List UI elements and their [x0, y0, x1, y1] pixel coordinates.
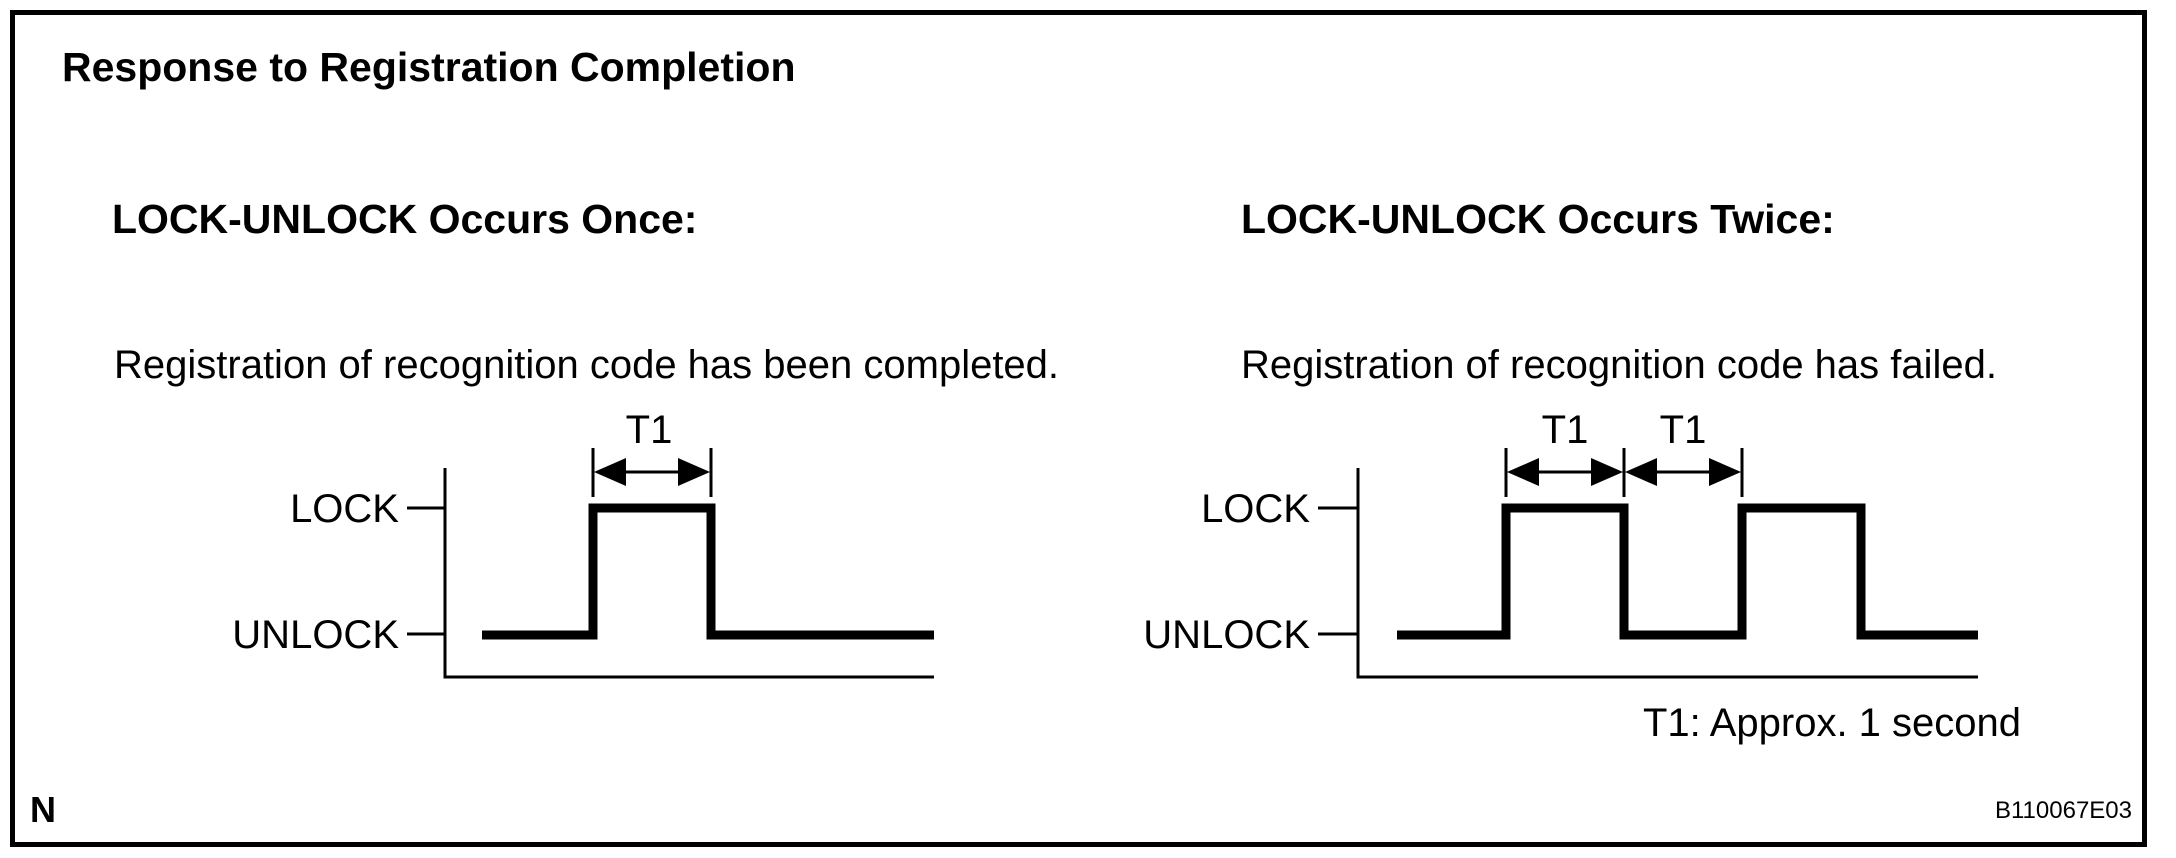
- once-signal-trace: [482, 503, 934, 640]
- panel-once-heading: LOCK-UNLOCK Occurs Once:: [112, 196, 698, 242]
- once-lock-label: LOCK: [290, 487, 399, 531]
- once-t1-label: T1: [626, 408, 673, 452]
- panel-twice-description: Registration of recognition code has fai…: [1241, 343, 1998, 387]
- once-t1-arrowhead-left: [594, 458, 626, 486]
- twice-lock-label: LOCK: [1201, 487, 1310, 531]
- once-t1-arrowhead-right: [678, 458, 710, 486]
- t1-footnote: T1: Approx. 1 second: [1643, 701, 2022, 745]
- once-unlock-label: UNLOCK: [232, 613, 399, 657]
- twice-t1a-arrowhead-right: [1591, 458, 1623, 486]
- twice-t1a-label: T1: [1542, 408, 1589, 452]
- twice-t1b-arrowhead-left: [1625, 458, 1657, 486]
- twice-t1a-arrowhead-left: [1507, 458, 1539, 486]
- waveform-once: LOCK UNLOCK T1: [232, 408, 934, 679]
- twice-signal-trace: [1397, 503, 1978, 640]
- page-marker: N: [30, 789, 56, 830]
- panel-twice-heading: LOCK-UNLOCK Occurs Twice:: [1241, 196, 1835, 242]
- waveform-twice: LOCK UNLOCK T1 T1: [1143, 408, 1978, 679]
- figure-id: B110067E03: [1994, 797, 2132, 824]
- twice-unlock-label: UNLOCK: [1143, 613, 1310, 657]
- twice-t1b-label: T1: [1660, 408, 1707, 452]
- figure-border: [10, 10, 2147, 847]
- panel-once-description: Registration of recognition code has bee…: [114, 343, 1060, 387]
- figure-title: Response to Registration Completion: [62, 44, 796, 90]
- twice-t1b-arrowhead-right: [1709, 458, 1741, 486]
